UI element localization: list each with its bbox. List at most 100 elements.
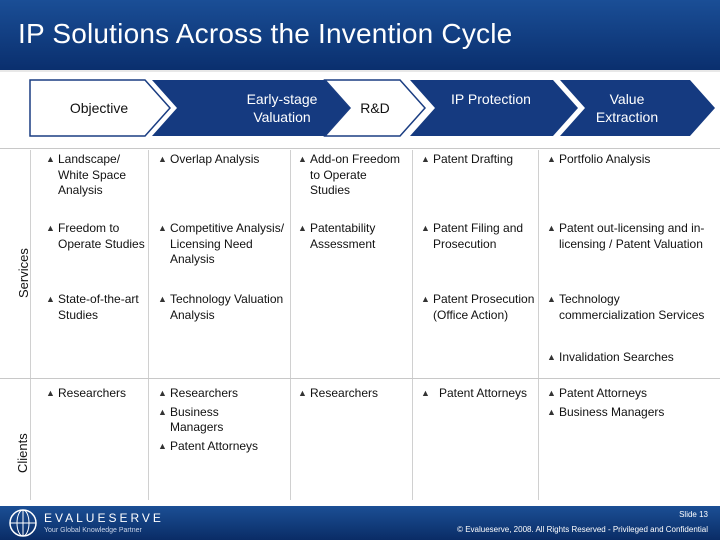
column-divider xyxy=(290,150,291,500)
bullet-icon: ▲ xyxy=(298,223,307,233)
services-label: Services xyxy=(16,248,31,298)
bullet-icon: ▲ xyxy=(421,388,430,398)
header-ip-protection: IP Protection xyxy=(451,91,531,107)
item-text: Business Managers xyxy=(559,404,665,419)
clients-early-stage-cell: ▲Researchers ▲Business Managers ▲Patent … xyxy=(158,386,288,457)
bullet-icon: ▲ xyxy=(547,154,556,164)
footer: EVALUESERVE Your Global Knowledge Partne… xyxy=(0,506,720,540)
column-divider xyxy=(538,150,539,500)
bullet-icon: ▲ xyxy=(547,352,556,362)
list-item: ▲Patent out-licensing and in-licensing /… xyxy=(547,221,707,289)
item-text: Invalidation Searches xyxy=(559,350,674,364)
list-item: ▲Overlap Analysis xyxy=(158,152,288,218)
bullet-icon: ▲ xyxy=(298,388,307,398)
header-rnd: R&D xyxy=(360,100,390,116)
bullet-icon: ▲ xyxy=(158,223,167,233)
bullet-icon: ▲ xyxy=(547,223,556,233)
item-text: Researchers xyxy=(58,386,127,400)
clients-label: Clients xyxy=(15,433,30,473)
item-text: Researchers xyxy=(170,386,239,400)
bullet-icon: ▲ xyxy=(547,388,556,398)
chevron-early-stage xyxy=(152,80,355,136)
item-text: Patentability Assessment xyxy=(310,221,376,251)
list-item: ▲Patent Prosecution (Office Action) xyxy=(421,292,536,323)
item-text: Freedom to Operate Studies xyxy=(58,221,145,251)
list-item: ▲Portfolio Analysis xyxy=(547,152,707,218)
services-rnd-cell: ▲Add-on Freedom to Operate Studies ▲Pate… xyxy=(298,152,408,255)
column-divider xyxy=(412,150,413,500)
list-item: ▲Freedom to Operate Studies xyxy=(46,221,146,289)
bullet-icon: ▲ xyxy=(46,388,55,398)
list-item: ▲State-of-the-art Studies xyxy=(46,292,146,323)
title-bar: IP Solutions Across the Invention Cycle xyxy=(0,0,720,70)
services-value-extraction-cell: ▲Portfolio Analysis ▲Patent out-licensin… xyxy=(547,152,707,369)
item-text: Researchers xyxy=(310,386,379,400)
list-item: ▲Landscape/ White Space Analysis xyxy=(46,152,146,218)
header-objective: Objective xyxy=(69,100,129,116)
clients-value-extraction-cell: ▲Patent Attorneys ▲Business Managers xyxy=(547,386,707,423)
clients-ip-protection-cell: ▲ Patent Attorneys xyxy=(421,386,541,405)
bullet-icon: ▲ xyxy=(158,154,167,164)
item-text: Landscape/ White Space Analysis xyxy=(58,152,127,197)
chevron-value-extraction xyxy=(560,80,715,136)
list-item: ▲Patent Attorneys xyxy=(547,386,707,402)
bullet-icon: ▲ xyxy=(46,294,55,304)
header-divider xyxy=(0,148,720,149)
item-text: Technology commercialization Services xyxy=(559,292,705,322)
services-early-stage-cell: ▲Overlap Analysis ▲Competitive Analysis/… xyxy=(158,152,288,326)
chevron-rnd xyxy=(323,79,427,137)
title-divider xyxy=(0,70,720,72)
bullet-icon: ▲ xyxy=(46,154,55,164)
list-item: ▲Patent Attorneys xyxy=(158,439,288,455)
column-divider xyxy=(148,150,149,500)
chevron-ip-protection xyxy=(410,80,578,136)
services-objective-cell: ▲Landscape/ White Space Analysis ▲Freedo… xyxy=(46,152,146,326)
list-item: ▲Researchers xyxy=(158,386,288,402)
item-text: Patent out-licensing and in-licensing / … xyxy=(559,221,705,251)
item-text: Portfolio Analysis xyxy=(559,152,651,166)
copyright-notice: © Evalueserve, 2008. All Rights Reserved… xyxy=(457,525,708,534)
services-ip-protection-cell: ▲Patent Drafting ▲Patent Filing and Pros… xyxy=(421,152,536,326)
item-text: Overlap Analysis xyxy=(170,152,260,166)
bullet-icon: ▲ xyxy=(46,223,55,233)
item-text: Patent Attorneys xyxy=(170,438,259,453)
clients-rnd-cell: ▲Researchers xyxy=(298,386,408,405)
list-item: ▲Technology Valuation Analysis xyxy=(158,292,288,323)
item-text: Business Managers xyxy=(170,404,224,435)
chevron-objective xyxy=(29,79,172,137)
list-item: ▲ Patent Attorneys xyxy=(421,386,541,402)
list-item: ▲Invalidation Searches xyxy=(547,350,707,366)
item-text: Patent Filing and Prosecution xyxy=(433,221,524,251)
header-early-stage: Early-stage Valuation xyxy=(246,91,318,125)
item-text: Patent Prosecution (Office Action) xyxy=(433,292,535,322)
column-divider xyxy=(30,150,31,500)
list-item: ▲Patent Filing and Prosecution xyxy=(421,221,536,289)
clients-objective-cell: ▲Researchers xyxy=(46,386,146,405)
item-text: Competitive Analysis/ Licensing Need Ana… xyxy=(170,221,285,266)
item-text: State-of-the-art Studies xyxy=(58,292,139,322)
list-item: ▲Add-on Freedom to Operate Studies xyxy=(298,152,408,218)
evalueserve-logo-icon xyxy=(9,509,37,537)
item-text: Patent Drafting xyxy=(433,152,514,166)
bullet-icon: ▲ xyxy=(158,406,167,417)
list-item: ▲Competitive Analysis/ Licensing Need An… xyxy=(158,221,288,289)
list-item: ▲Business Managers xyxy=(547,405,707,421)
bullet-icon: ▲ xyxy=(421,294,430,304)
list-item: ▲Patentability Assessment xyxy=(298,221,408,252)
bullet-icon: ▲ xyxy=(158,294,167,304)
list-item: ▲Technology commercialization Services xyxy=(547,292,707,347)
bullet-icon: ▲ xyxy=(158,388,167,398)
header-value-extraction: Value Extraction xyxy=(595,91,659,125)
item-text: Patent Attorneys xyxy=(559,386,648,400)
slide-title: IP Solutions Across the Invention Cycle xyxy=(18,18,513,49)
bullet-icon: ▲ xyxy=(547,294,556,304)
bullet-icon: ▲ xyxy=(421,223,430,233)
list-item: ▲Researchers xyxy=(298,386,408,402)
item-text: Patent Attorneys xyxy=(439,386,528,400)
process-chevrons xyxy=(29,79,715,137)
slide-number: Slide 13 xyxy=(679,510,708,519)
services-clients-divider xyxy=(0,378,720,379)
bullet-icon: ▲ xyxy=(547,406,556,417)
bullet-icon: ▲ xyxy=(158,440,167,451)
list-item: ▲Researchers xyxy=(46,386,146,402)
